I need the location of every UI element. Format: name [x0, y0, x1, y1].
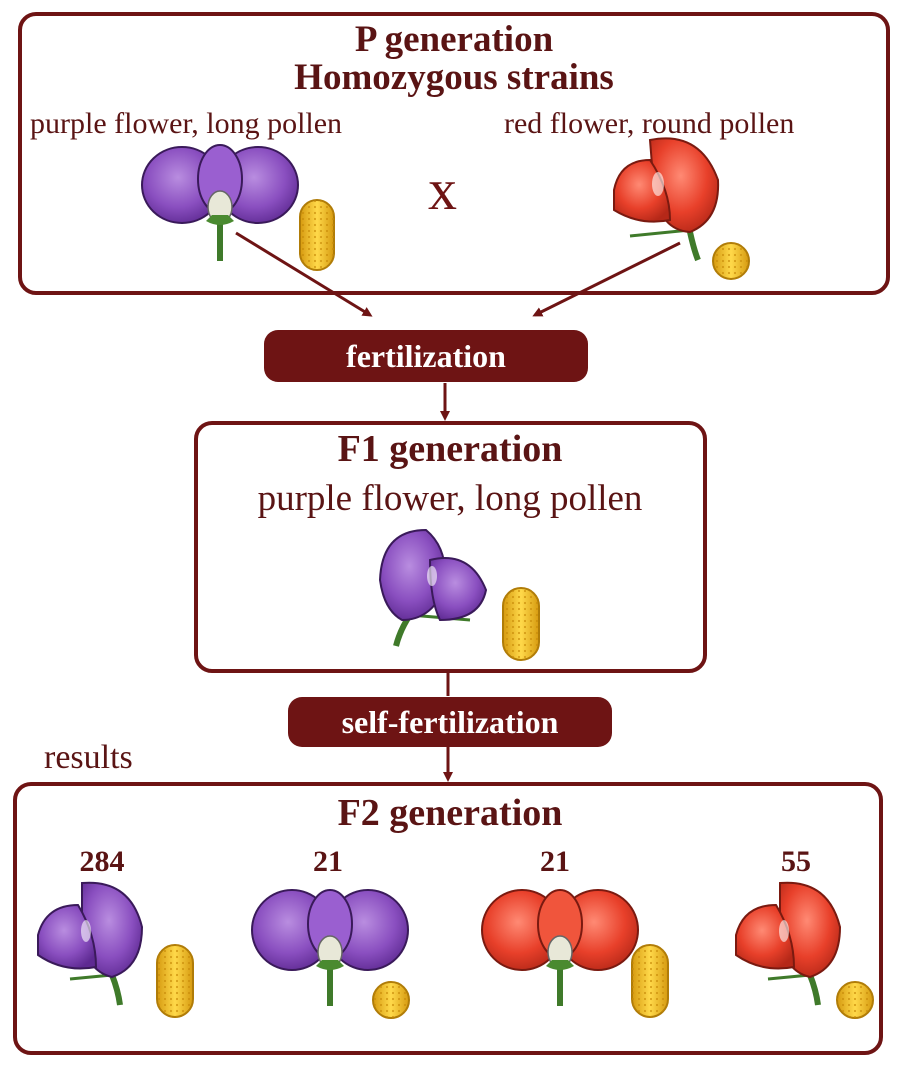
- p-generation-title: P generation: [354, 19, 554, 60]
- f2-purple-side-flower-icon: [37, 881, 144, 1006]
- p-left-parent-label: purple flower, long pollen: [30, 107, 343, 140]
- f2-long-pollen-icon-1: [156, 944, 194, 1018]
- f2-red-side-flower-icon: [735, 881, 842, 1006]
- f2-generation-box: [13, 782, 883, 1055]
- f2-long-pollen-icon-2: [631, 944, 669, 1018]
- f2-count-red-round: 55: [781, 845, 811, 878]
- f1-generation-label: purple flower, long pollen: [257, 478, 643, 519]
- p-purple-flower-icon: [141, 144, 299, 261]
- p-generation-box: [18, 12, 890, 295]
- results-label: results: [44, 739, 133, 776]
- f1-purple-flower-icon: [378, 528, 488, 647]
- f2-round-pollen-icon-1: [372, 981, 410, 1019]
- f2-count-purple-long: 284: [79, 845, 125, 878]
- f2-count-red-long: 21: [540, 845, 570, 878]
- f1-generation-box: [194, 421, 707, 673]
- f2-red-front-flower-icon: [481, 889, 639, 1006]
- f2-purple-front-flower-icon: [251, 889, 409, 1006]
- p-generation-subtitle: Homozygous strains: [294, 57, 614, 98]
- cross-symbol: x: [428, 157, 457, 222]
- p-round-pollen-icon: [712, 242, 750, 280]
- self-fertilization-step: self-fertilization: [288, 697, 612, 747]
- p-to-fertilization-arrows: [235, 231, 681, 782]
- fertilization-step: fertilization: [264, 330, 588, 382]
- p-right-parent-label: red flower, round pollen: [504, 107, 795, 140]
- p-long-pollen-icon: [299, 199, 335, 271]
- p-red-flower-icon: [613, 137, 720, 262]
- f1-long-pollen-icon: [502, 587, 540, 661]
- f2-count-purple-round: 21: [313, 845, 343, 878]
- f2-generation-title: F2 generation: [337, 792, 563, 834]
- f1-generation-title: F1 generation: [337, 428, 563, 470]
- f2-round-pollen-icon-2: [836, 981, 874, 1019]
